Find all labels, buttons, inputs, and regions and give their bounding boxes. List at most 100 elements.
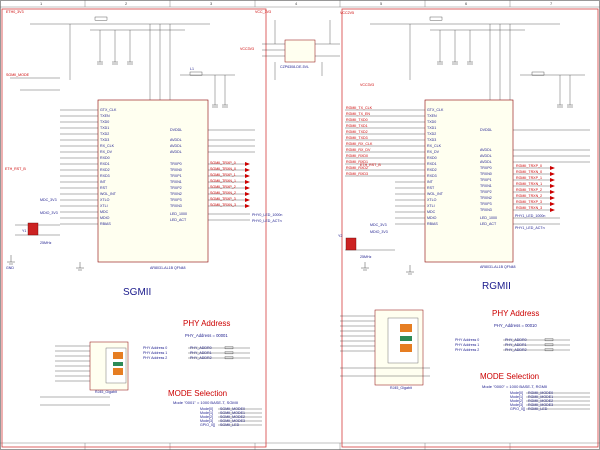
rgmii-mode-rows: Mode[0] Mode[1] Mode[2] Mode[3] GPIO_0[]… bbox=[510, 391, 590, 411]
net-label: PHY1_LED_ACTn bbox=[515, 226, 545, 230]
net-label: RGMII_TX_CLK bbox=[346, 106, 373, 110]
rj45-ref: RJ45_Gigabit bbox=[390, 386, 412, 390]
pin-label: TRXP0 bbox=[170, 162, 182, 166]
col-num: 2 bbox=[125, 1, 128, 6]
supply-label: VCC2V5 bbox=[340, 11, 354, 15]
phy-bit-label: PHY Address 1 bbox=[455, 343, 479, 347]
led-icon bbox=[400, 336, 412, 341]
pin-label: RXD1 bbox=[427, 162, 437, 166]
pin-label: INT bbox=[100, 180, 107, 184]
pin-label: XTLI bbox=[100, 204, 108, 208]
pin-label: TRXP3 bbox=[480, 202, 492, 206]
pin-label: TRXP0 bbox=[480, 166, 492, 170]
net-label: RGMII_TRXN_0 bbox=[516, 170, 542, 174]
frame-bottom-ruler bbox=[0, 442, 600, 450]
rgmii-phy-ic bbox=[424, 99, 514, 263]
resistor bbox=[94, 16, 108, 21]
phy-address-value: PHY_Address = 00010 bbox=[494, 323, 537, 328]
frame-top-ruler bbox=[0, 0, 600, 8]
net-label: PHY1_LED_1000n bbox=[515, 214, 545, 218]
phy-bit-label: PHY Address 0 bbox=[455, 338, 479, 342]
net-label: MDIO_3V3 bbox=[40, 211, 58, 215]
mode-pin: Mode[3] bbox=[200, 419, 213, 423]
crystal-icon bbox=[345, 237, 357, 251]
pin-label: AVDDL bbox=[480, 160, 492, 164]
pin-label: GTX_CLK bbox=[427, 108, 444, 112]
mode-pin: GPIO_0[] bbox=[510, 407, 525, 411]
rgmii-trx-nets: RGMII_TRXP_0 RGMII_TRXN_0 RGMII_TRXP_1 R… bbox=[516, 164, 555, 212]
pin-label: TRXP2 bbox=[170, 186, 182, 190]
pin-label: TRXP3 bbox=[170, 198, 182, 202]
net-label: RGMII_TRXN_1 bbox=[516, 182, 542, 186]
sgmii-mode-rows: Mode[0] Mode[1] Mode[2] Mode[3] GPIO_0[]… bbox=[200, 407, 262, 427]
net-label: SGMII_TRXN_0 bbox=[210, 167, 236, 171]
pin-label: RBIAS bbox=[100, 222, 111, 226]
mode-pin: Mode[3] bbox=[510, 403, 523, 407]
pin-label: TXD1 bbox=[100, 126, 109, 130]
pin-label: XTLO bbox=[100, 198, 110, 202]
net-label: RGMII_TXD0 bbox=[346, 118, 368, 122]
mode-selection-title: MODE Selection bbox=[168, 389, 227, 398]
net-label: RGMII_TRXP_1 bbox=[516, 176, 542, 180]
net-label: RGMII_RXD0 bbox=[346, 154, 368, 158]
mode-pin: GPIO_0[] bbox=[200, 423, 215, 427]
pin-label: RX_DV bbox=[100, 150, 113, 154]
pin-label: RX_CLK bbox=[427, 144, 442, 148]
net-label: RGMII_TRXP_2 bbox=[516, 188, 542, 192]
pin-label: TRXN3 bbox=[480, 208, 492, 212]
pin-label: AVDDL bbox=[480, 148, 492, 152]
sgmii-phy-addr-rows: PHY Address 0 PHY Address 1 PHY Address … bbox=[143, 346, 250, 360]
gnd-symbol bbox=[361, 262, 414, 275]
crystal-ref: Y2 bbox=[338, 234, 342, 238]
net-label: RGMII_TXD3 bbox=[346, 136, 368, 140]
net-label: RGMII_TRXN_2 bbox=[516, 194, 542, 198]
sgmii-caps bbox=[97, 61, 228, 108]
mode-pin: Mode[0] bbox=[510, 391, 523, 395]
net-label: RGMII_RXD3 bbox=[346, 172, 368, 176]
pin-label: RXD1 bbox=[100, 162, 110, 166]
pin-label: TXD0 bbox=[427, 120, 436, 124]
pin-label: XTLI bbox=[427, 204, 435, 208]
mode-selection-value: Mode "0000" = 1000 BASE-T, RGMII bbox=[482, 384, 547, 389]
chip-part-number: AR8031-AL1B QFN48 bbox=[150, 266, 186, 270]
net-label: PHY0_LED_1000n bbox=[252, 213, 282, 217]
pin-label: RBIAS bbox=[427, 222, 438, 226]
net-label: VCC3V3 bbox=[360, 83, 374, 87]
phy-address-title: PHY Address bbox=[183, 319, 230, 328]
sgmii-ic-right-pins: DVDDL AVDDL AVDDL AVDDL TRXP0 TRXN0 TRXP… bbox=[170, 128, 255, 222]
pin-label: TRXP2 bbox=[480, 190, 492, 194]
net-label: SGMII_TRXN_3 bbox=[210, 203, 236, 207]
net-label: SGMII_TRXP_1 bbox=[210, 173, 236, 177]
pin-label: TXD0 bbox=[100, 120, 109, 124]
crystal-freq: 25MHz bbox=[40, 241, 52, 245]
net-label: SGMII_TRXN_2 bbox=[210, 191, 236, 195]
net-label: RGMII_RX_CLK bbox=[346, 142, 373, 146]
pin-label: TRXN0 bbox=[480, 172, 492, 176]
regulator-part: CZP6308-DE-5VL bbox=[280, 65, 309, 69]
net-label: SGMII_TRXN_1 bbox=[210, 179, 236, 183]
mode-selection-value: Mode "0001" = 1000 BASE-T, SGMII bbox=[173, 400, 238, 405]
pin-label: WOL_INT bbox=[100, 192, 117, 196]
pin-label: DVDDL bbox=[480, 128, 492, 132]
pin-label: GTX_CLK bbox=[100, 108, 117, 112]
rgmii-pane bbox=[341, 8, 599, 448]
pin-label: RXD3 bbox=[100, 174, 110, 178]
led-icon bbox=[113, 352, 123, 359]
pin-label: RST bbox=[100, 186, 108, 190]
pin-label: LED_ACT bbox=[170, 218, 187, 222]
net-label: SGMII_TRXP_0 bbox=[210, 161, 236, 165]
pin-label: RXD0 bbox=[427, 156, 437, 160]
pin-label: TRXN1 bbox=[170, 180, 182, 184]
net-label: RGMII_TRXP_0 bbox=[516, 164, 542, 168]
sgmii-rj45-connector: RJ45_Gigabit bbox=[40, 341, 129, 406]
pin-label: TXEN bbox=[100, 114, 110, 118]
col-num: 6 bbox=[465, 1, 468, 6]
net-label: ETH_RST_B bbox=[360, 163, 381, 167]
net-label: RGMII_TXD2 bbox=[346, 130, 368, 134]
chip-part-number: AR8031-AL1B QFN48 bbox=[480, 265, 516, 269]
pin-label: XTLO bbox=[427, 198, 437, 202]
pin-label: RXD2 bbox=[427, 168, 437, 172]
pin-label: TRXP1 bbox=[170, 174, 182, 178]
pin-label: RXD2 bbox=[100, 168, 110, 172]
pin-label: RX_DV bbox=[427, 150, 440, 154]
